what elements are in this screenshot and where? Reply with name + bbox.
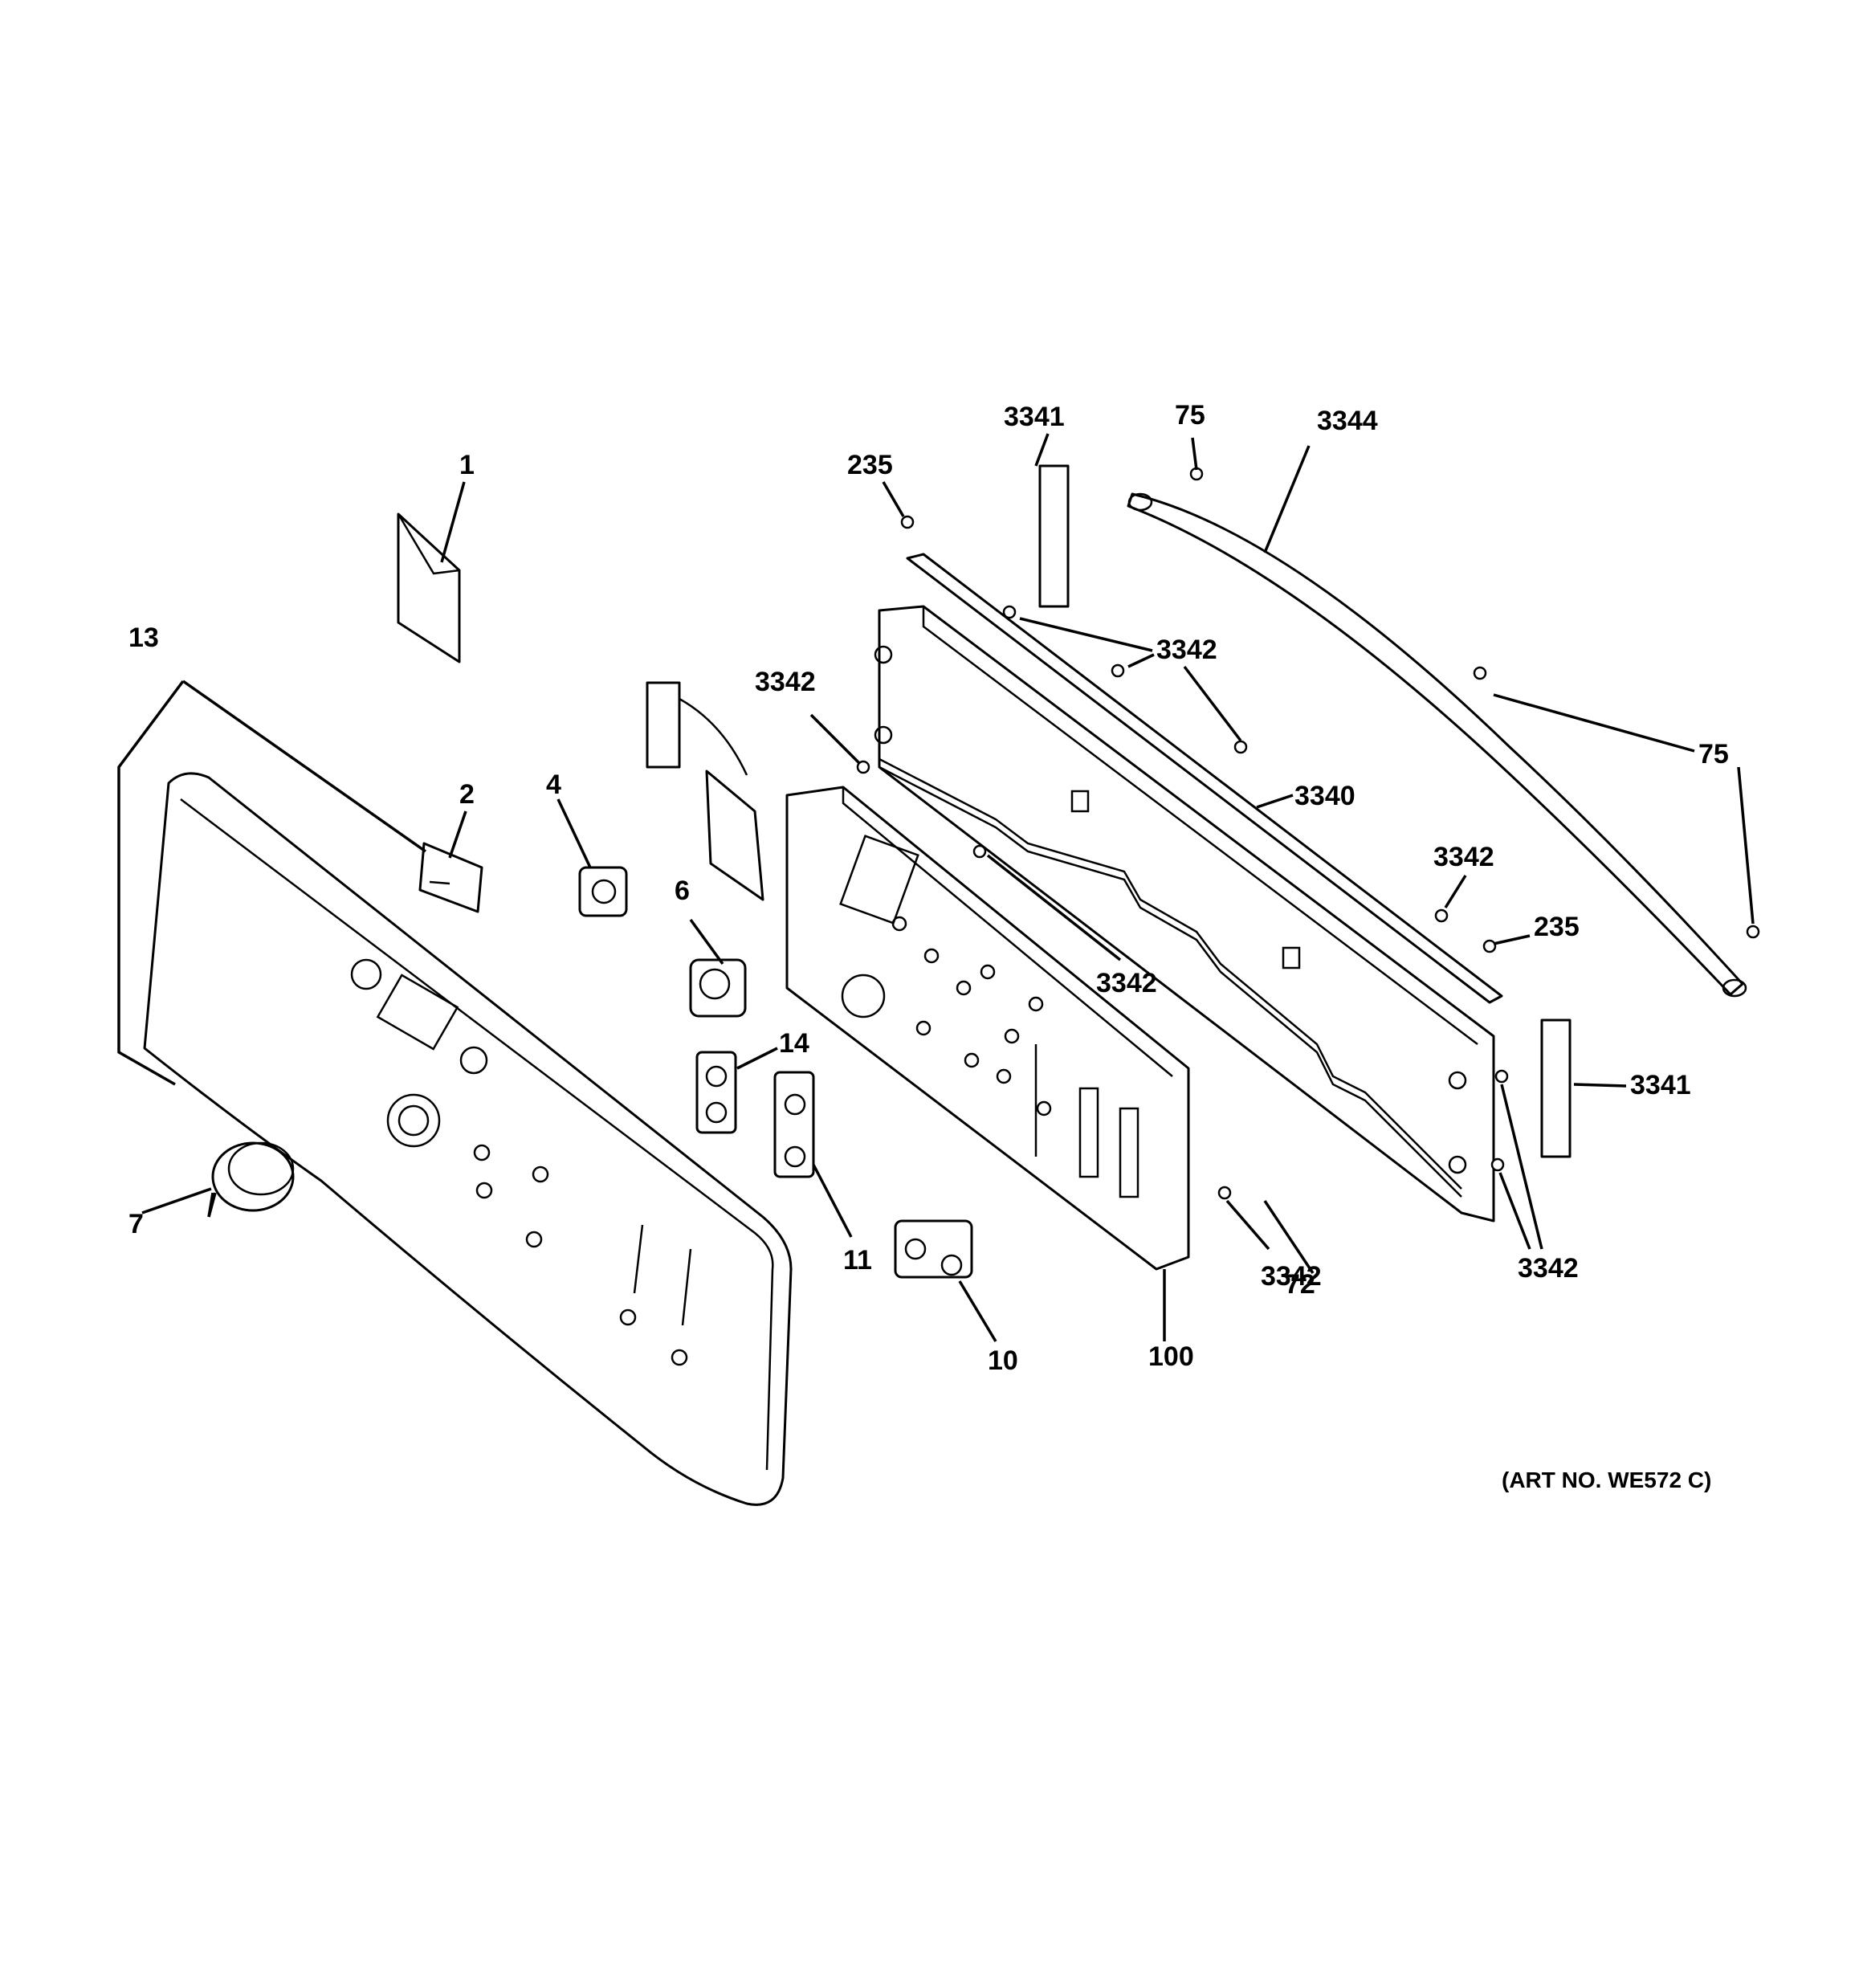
callout-3341-top: 3341 bbox=[1004, 402, 1065, 432]
part-6-switch bbox=[689, 958, 747, 1018]
screws bbox=[856, 467, 1760, 1200]
part-2-display-lens bbox=[418, 842, 483, 913]
callout-4: 4 bbox=[546, 769, 561, 800]
part-3344-trim-strip bbox=[1127, 492, 1747, 998]
part-3341-foam-block-right bbox=[1540, 1018, 1572, 1158]
callout-75-top: 75 bbox=[1175, 400, 1205, 431]
callout-6: 6 bbox=[675, 876, 690, 906]
callout-3340: 3340 bbox=[1294, 781, 1355, 811]
callout-3341-right: 3341 bbox=[1630, 1070, 1691, 1100]
art-number: (ART NO. WE572 C) bbox=[1502, 1468, 1711, 1492]
leader-lines bbox=[117, 433, 1755, 1342]
callout-3342-mid: 3342 bbox=[1096, 968, 1157, 998]
part-11-switch-assembly bbox=[773, 1071, 815, 1178]
part-7-knob bbox=[211, 1141, 295, 1212]
callout-7: 7 bbox=[128, 1209, 144, 1239]
part-1-literature-envelope bbox=[397, 512, 461, 663]
callout-3342-bottom-right: 3342 bbox=[1518, 1253, 1579, 1284]
callout-75-right: 75 bbox=[1698, 739, 1729, 769]
callout-13: 13 bbox=[128, 623, 159, 653]
callout-3342-right: 3342 bbox=[1433, 842, 1494, 872]
callout-3342-bottom: 3342 bbox=[1261, 1261, 1322, 1292]
callout-11: 11 bbox=[843, 1245, 872, 1276]
part-14-switch-assembly bbox=[695, 1051, 737, 1134]
part-100-control-board bbox=[785, 786, 1190, 1271]
callout-10: 10 bbox=[988, 1345, 1018, 1376]
part-10-switch-assembly bbox=[894, 1219, 973, 1279]
callout-3342-top: 3342 bbox=[1156, 635, 1217, 665]
part-72-gasket-strip bbox=[879, 757, 1462, 1198]
callout-3342-left: 3342 bbox=[755, 667, 816, 697]
part-4-switch bbox=[578, 866, 628, 917]
top-strip bbox=[906, 553, 1503, 1004]
callout-235-top: 235 bbox=[847, 450, 893, 480]
callout-14: 14 bbox=[779, 1028, 809, 1059]
callout-2: 2 bbox=[459, 779, 475, 810]
callout-labels: 1 13 2 4 6 14 7 11 10 100 3342 235 3341 … bbox=[128, 400, 1729, 1492]
ribbon-cable bbox=[646, 681, 764, 901]
callout-1: 1 bbox=[459, 450, 475, 480]
callout-3344: 3344 bbox=[1317, 406, 1378, 436]
callout-235-right: 235 bbox=[1534, 912, 1580, 942]
callout-72: 72 bbox=[1285, 1269, 1315, 1300]
part-3341-foam-block-top bbox=[1038, 464, 1070, 608]
part-3340-rear-bracket bbox=[874, 605, 1495, 1223]
callout-100: 100 bbox=[1148, 1341, 1194, 1372]
